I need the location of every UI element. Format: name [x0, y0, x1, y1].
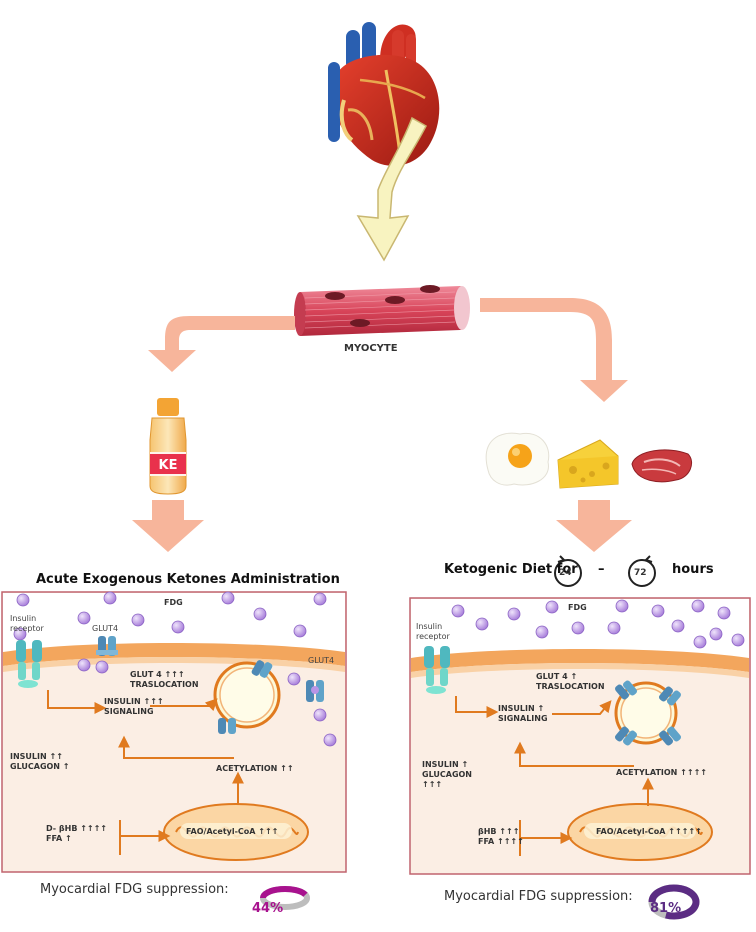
- heart-to-myocyte-arrow: [356, 116, 427, 262]
- insulin-receptor-right: [424, 646, 450, 694]
- substrates-right: βHB ↑↑↑ FFA ↑↑↑↑: [478, 827, 524, 846]
- fdg-molecule: [571, 621, 585, 635]
- bottle-label: KE: [159, 458, 178, 473]
- fdg-molecule: [77, 611, 91, 625]
- substrates-left: D- βHB ↑↑↑↑ FFA ↑: [46, 824, 108, 843]
- glut4-label-left-a: GLUT4: [92, 624, 119, 633]
- clock-icon-72: [628, 555, 656, 587]
- suppression-gauge-right: [648, 884, 700, 920]
- fao-left: FAO/Acetyl-CoA ↑↑↑: [186, 827, 279, 836]
- glut4-vesicle-right: [614, 680, 681, 746]
- fdg-molecule: [287, 672, 301, 686]
- clock-icon-24: [554, 555, 582, 587]
- fdg-molecule: [77, 658, 91, 672]
- fdg-molecule: [691, 599, 705, 613]
- fdg-molecule: [535, 625, 549, 639]
- suppression-value-left: 44%: [252, 901, 284, 916]
- hormones-right: INSULIN ↑ GLUCAGON ↑↑↑: [422, 760, 472, 789]
- fao-right: FAO/Acetyl-CoA ↑↑↑↑↑: [596, 827, 702, 836]
- myocyte-fiber: [294, 285, 470, 336]
- fdg-molecules-right: [451, 599, 745, 649]
- time-range-dash: –: [598, 562, 605, 577]
- fdg-molecule: [475, 617, 489, 631]
- fdg-molecule: [95, 660, 109, 674]
- pathway-arrows-left: [47, 690, 244, 855]
- suppression-label-right: Myocardial FDG suppression:: [444, 889, 633, 904]
- fdg-molecule: [323, 733, 337, 747]
- fdg-molecule: [253, 607, 267, 621]
- fdg-molecules-left: [13, 591, 337, 747]
- right-panel-title-prefix: Ketogenic Diet for: [444, 562, 578, 577]
- fdg-molecule: [131, 613, 145, 627]
- fdg-molecule: [717, 606, 731, 620]
- glut4-transporter-left-b: [306, 680, 324, 702]
- fdg-molecule: [171, 620, 185, 634]
- insulin-signaling-right: INSULIN ↑ SIGNALING: [498, 704, 548, 723]
- insulin-signaling-left: INSULIN ↑↑↑ SIGNALING: [104, 697, 164, 716]
- fdg-molecule: [293, 624, 307, 638]
- glut4-label-left-b: GLUT4: [308, 656, 335, 665]
- branch-arrow-left: [148, 316, 295, 372]
- fdg-molecule: [731, 633, 745, 647]
- fdg-molecule: [313, 592, 327, 606]
- mitochondrion-left: [163, 803, 309, 861]
- fdg-molecule: [545, 600, 559, 614]
- suppression-value-right: 81%: [650, 901, 682, 916]
- left-down-arrow: [132, 500, 204, 552]
- acetylation-right: ACETYLATION ↑↑↑↑: [616, 768, 707, 777]
- insulin-receptor-label-right: Insulin receptor: [416, 622, 450, 641]
- fdg-molecule: [693, 635, 707, 649]
- suppression-label-left: Myocardial FDG suppression:: [40, 882, 229, 897]
- time-value-24: 24: [559, 568, 572, 578]
- myocyte-label: MYOCYTE: [344, 343, 398, 354]
- branch-arrow-right: [480, 298, 628, 402]
- fdg-label-right: FDG: [568, 603, 587, 612]
- egg-icon: [485, 432, 550, 486]
- time-value-72: 72: [634, 568, 647, 578]
- fdg-molecule: [451, 604, 465, 618]
- fdg-molecule: [221, 591, 235, 605]
- fdg-molecule: [671, 619, 685, 633]
- fdg-molecule: [507, 607, 521, 621]
- glut4-translocation-left: GLUT 4 ↑↑↑ TRASLOCATION: [130, 670, 199, 689]
- insulin-receptor-label-left: Insulin receptor: [10, 614, 44, 633]
- left-panel-title: Acute Exogenous Ketones Administration: [36, 572, 340, 587]
- fdg-molecule: [709, 627, 723, 641]
- fdg-molecule: [615, 599, 629, 613]
- fdg-molecule: [313, 708, 327, 722]
- fdg-label-left: FDG: [164, 598, 183, 607]
- hormones-left: INSULIN ↑↑ GLUCAGON ↑: [10, 752, 70, 771]
- glut4-translocation-right: GLUT 4 ↑ TRASLOCATION: [536, 672, 605, 691]
- right-down-arrow: [556, 500, 632, 552]
- fdg-molecule: [103, 591, 117, 605]
- glut4-vesicle-left: [213, 660, 281, 734]
- meat-icon: [631, 449, 692, 483]
- fdg-molecule: [607, 621, 621, 635]
- pathway-arrows-right: [455, 696, 654, 856]
- heart-illustration: [328, 22, 440, 166]
- cheese-icon: [557, 439, 619, 489]
- fdg-molecule: [16, 593, 30, 607]
- fdg-molecule: [651, 604, 665, 618]
- right-panel-title-suffix: hours: [672, 562, 714, 577]
- glut4-transporter-left-a: [96, 636, 118, 656]
- suppression-gauge-left: [260, 886, 310, 910]
- acetylation-left: ACETYLATION ↑↑: [216, 764, 294, 773]
- ketone-ester-bottle: [149, 398, 187, 495]
- insulin-receptor-left: [16, 640, 42, 688]
